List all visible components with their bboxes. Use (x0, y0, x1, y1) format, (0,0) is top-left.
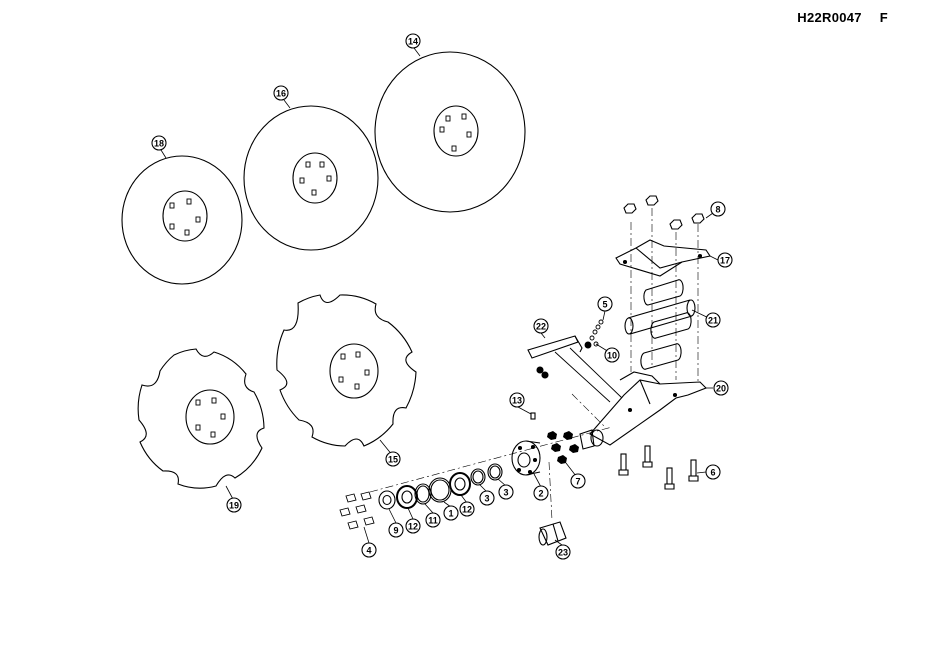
nuts-8 (624, 196, 704, 229)
svg-text:11: 11 (428, 516, 438, 526)
svg-text:12: 12 (462, 505, 472, 515)
plate-17 (616, 240, 710, 276)
callout-12b: 12 (460, 502, 474, 516)
disc-14 (375, 52, 525, 212)
svg-text:15: 15 (388, 455, 398, 465)
svg-text:2: 2 (538, 489, 543, 499)
svg-text:3: 3 (503, 488, 508, 498)
svg-text:16: 16 (276, 89, 286, 99)
callout-12a: 12 (406, 519, 420, 533)
svg-text:1: 1 (448, 509, 453, 519)
svg-text:5: 5 (602, 300, 607, 310)
part-13 (531, 413, 535, 419)
callout-21: 21 (706, 313, 720, 327)
svg-text:12: 12 (408, 522, 418, 532)
callout-19: 19 (227, 498, 241, 512)
callout-1: 1 (444, 506, 458, 520)
callout-9: 9 (389, 523, 403, 537)
bolts-4 (340, 492, 374, 529)
svg-text:20: 20 (716, 384, 726, 394)
svg-text:13: 13 (512, 396, 522, 406)
chain-5-10 (585, 320, 603, 348)
notched-disc-19 (138, 349, 264, 488)
callout-11: 11 (426, 513, 440, 527)
spindle-23 (539, 522, 566, 545)
hub-2 (512, 441, 540, 475)
svg-text:19: 19 (229, 501, 239, 511)
callout-22: 22 (534, 319, 548, 333)
svg-text:14: 14 (408, 37, 418, 47)
callout-2: 2 (534, 486, 548, 500)
disc-16 (244, 106, 378, 250)
cylinders-21 (625, 280, 695, 369)
svg-text:22: 22 (536, 322, 546, 332)
svg-text:9: 9 (393, 526, 398, 536)
callout-17: 17 (718, 253, 732, 267)
svg-text:10: 10 (607, 351, 617, 361)
notched-disc-15 (277, 295, 416, 446)
svg-text:8: 8 (715, 205, 720, 215)
callout-16: 16 (274, 86, 288, 100)
disc-18 (122, 156, 242, 284)
callout-13: 13 (510, 393, 524, 407)
svg-text:21: 21 (708, 316, 718, 326)
svg-text:7: 7 (575, 477, 580, 487)
callout-5: 5 (598, 297, 612, 311)
callout-3a: 3 (480, 491, 494, 505)
callout-10: 10 (605, 348, 619, 362)
callout-14: 14 (406, 34, 420, 48)
callout-3b: 3 (499, 485, 513, 499)
callout-6: 6 (706, 465, 720, 479)
callout-15: 15 (386, 452, 400, 466)
callout-23: 23 (556, 545, 570, 559)
callout-20: 20 (714, 381, 728, 395)
svg-text:23: 23 (558, 548, 568, 558)
callout-18: 18 (152, 136, 166, 150)
svg-text:17: 17 (720, 256, 730, 266)
svg-text:18: 18 (154, 139, 164, 149)
svg-text:3: 3 (484, 494, 489, 504)
callout-8: 8 (711, 202, 725, 216)
arm-20 (580, 372, 706, 449)
nuts-7 (547, 431, 579, 464)
bracket-22 (528, 336, 622, 402)
svg-text:6: 6 (710, 468, 715, 478)
svg-text:4: 4 (366, 546, 371, 556)
bolts-6 (619, 446, 698, 489)
leader-lines (161, 48, 718, 545)
callout-4: 4 (362, 543, 376, 557)
callout-7: 7 (571, 474, 585, 488)
